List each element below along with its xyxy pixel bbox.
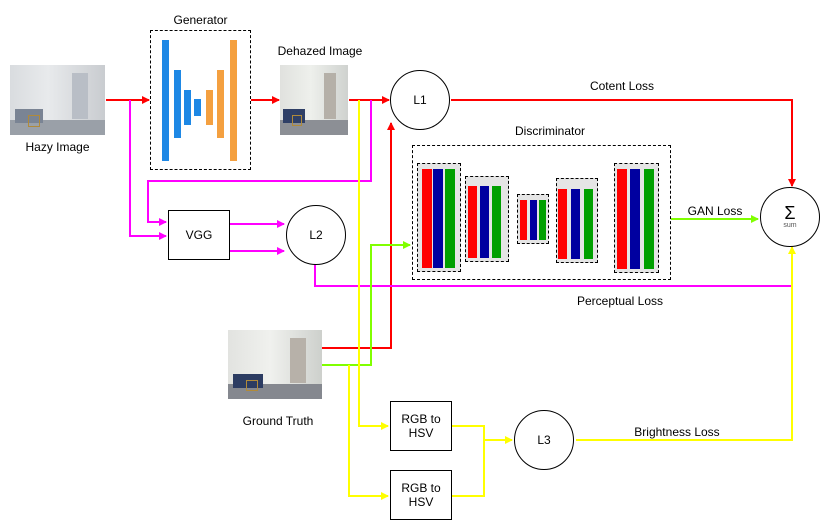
disc-layer-4-green [584,189,593,259]
arrow-l1-to-sum [451,99,796,187]
disc-layer-3-red [520,200,527,240]
arrow-gt-to-discriminator [322,241,411,366]
generator-decoder-layer-1 [206,90,213,125]
generator-bottleneck [194,99,201,116]
generator-encoder-layer-2 [174,70,181,138]
ground-truth-label: Ground Truth [242,414,314,428]
generator-label: Generator [173,13,228,27]
arrow-hsv2-to-l3 [452,440,485,497]
generator-encoder-layer-3 [184,90,191,125]
disc-layer-3-green [539,200,546,240]
content-loss-label: Cotent Loss [589,79,655,93]
l3-label: L3 [537,433,551,447]
disc-layer-5-red [617,169,627,269]
arrow-hazy-to-vgg [129,100,167,240]
arrow-hsv1-to-l3 [452,425,513,444]
hazy-image-label: Hazy Image [25,140,90,154]
generator-decoder-layer-2 [217,70,224,138]
gan-loss-label: GAN Loss [687,204,743,218]
rgb-to-hsv-top-line1: RGB to [401,412,441,426]
perceptual-loss-label: Perceptual Loss [576,294,664,308]
arrow-l3-to-sum [576,246,796,441]
arrow-gt-to-hsv2 [348,365,389,500]
dehazed-image-label: Dehazed Image [277,44,363,58]
rgb-to-hsv-top-line2: HSV [408,426,434,440]
disc-layer-2-red [468,186,477,258]
sum-sublabel: sum [783,222,797,229]
l2-label: L2 [309,228,323,242]
discriminator-block [412,145,671,280]
vgg-label: VGG [185,228,213,242]
generator-encoder-layer-1 [162,40,169,161]
generator-block [150,30,251,170]
disc-layer-2-blue [480,186,489,258]
disc-layer-1-blue [433,169,443,268]
l1-loss-node: L1 [390,70,450,130]
l3-loss-node: L3 [514,410,574,470]
rgb-to-hsv-top: RGB to HSV [390,401,452,451]
disc-layer-4-red [558,189,567,259]
arrow-dehazed-to-hsv1 [358,100,389,430]
disc-layer-1-red [422,169,432,268]
rgb-to-hsv-bottom: RGB to HSV [390,470,452,520]
rgb-to-hsv-bottom-line1: RGB to [401,481,441,495]
l2-loss-node: L2 [286,205,346,265]
disc-layer-3-blue [530,200,537,240]
disc-layer-1-green [445,169,455,268]
hazy-image [10,65,105,135]
disc-layer-2-green [492,186,501,258]
disc-layer-4-blue [571,189,580,259]
sum-node: Σ sum [760,187,820,247]
vgg-block: VGG [168,210,230,260]
discriminator-label: Discriminator [514,124,585,138]
rgb-to-hsv-bottom-line2: HSV [408,495,434,509]
arrow-gt-to-l1 [322,122,395,349]
ground-truth-image [228,330,322,399]
disc-layer-5-green [644,169,654,269]
arrow-dehazed-to-vgg [147,100,372,226]
generator-decoder-layer-3 [230,40,237,161]
dehazed-image [280,65,348,135]
brightness-loss-label: Brightness Loss [634,425,720,439]
sum-symbol: Σ [784,203,796,223]
l1-label: L1 [413,93,427,107]
disc-layer-5-blue [630,169,640,269]
